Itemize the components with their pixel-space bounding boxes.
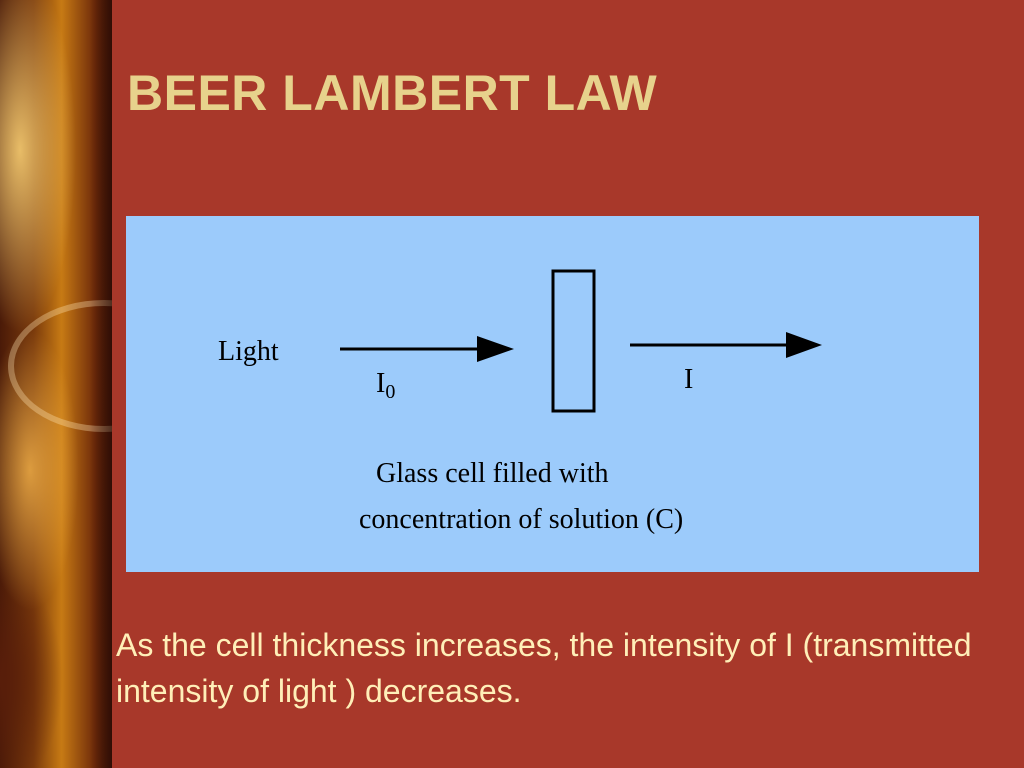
diagram-graphics <box>340 269 822 413</box>
incident-light-arrow-head <box>477 336 514 362</box>
transmitted-intensity-label: I <box>684 364 694 395</box>
incident-intensity-subscript: 0 <box>385 381 396 403</box>
glass-cell <box>551 269 596 413</box>
transmitted-light-arrow-head <box>786 332 822 358</box>
beer-lambert-diagram: Light I0 I Glass cell filled with concen… <box>126 216 979 572</box>
incident-intensity-symbol: I <box>376 368 386 399</box>
incident-intensity-label: I0 <box>376 368 395 404</box>
light-label: Light <box>218 336 279 367</box>
photo-edge-shade <box>90 0 112 768</box>
cell-caption-line-2: concentration of solution (C) <box>359 504 684 535</box>
law-statement: As the cell thickness increases, the int… <box>116 627 972 709</box>
decorative-glass-photo <box>0 0 112 768</box>
slide-title: BEER LAMBERT LAW <box>127 65 658 121</box>
cell-caption-line-1: Glass cell filled with <box>376 458 609 489</box>
